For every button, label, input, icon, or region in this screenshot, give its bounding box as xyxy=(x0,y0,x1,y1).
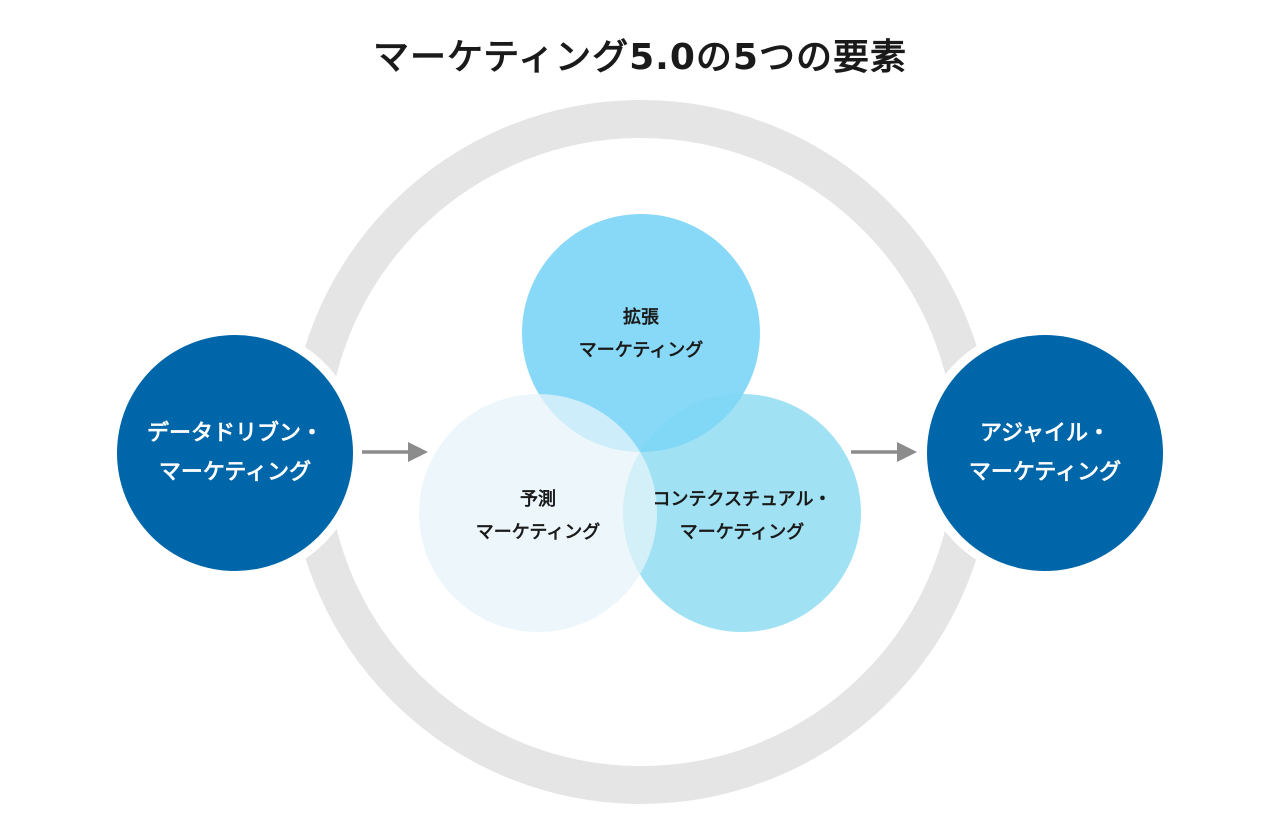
agile-circle xyxy=(927,335,1163,571)
contextual-label: コンテクスチュアル・ マーケティング xyxy=(653,483,832,549)
augmented-label: 拡張 マーケティング xyxy=(579,301,704,367)
arrow-right-head xyxy=(897,442,917,462)
contextual-line2: マーケティング xyxy=(679,522,805,543)
contextual-circle xyxy=(623,394,861,632)
data-driven-circle xyxy=(117,335,353,571)
predictive-line2: マーケティング xyxy=(475,522,601,543)
agile-line2: マーケティング xyxy=(968,460,1122,485)
data-driven-line2: マーケティング xyxy=(158,460,312,485)
arrow-left xyxy=(362,442,428,462)
agile-line1: アジャイル・ xyxy=(979,421,1111,446)
arrow-left-head xyxy=(408,442,428,462)
agile-label: アジャイル・ マーケティング xyxy=(969,414,1121,492)
contextual-line1: コンテクスチュアル・ xyxy=(652,489,832,510)
augmented-circle xyxy=(522,214,760,452)
arrow-right xyxy=(851,442,917,462)
augmented-line2: マーケティング xyxy=(578,340,704,361)
augmented-line1: 拡張 xyxy=(623,307,659,328)
diagram-title: マーケティング5.0の5つの要素 xyxy=(373,37,907,78)
predictive-line1: 予測 xyxy=(520,489,556,510)
predictive-circle xyxy=(419,394,657,632)
data-driven-line1: データドリブン・ xyxy=(146,421,324,446)
predictive-label: 予測 マーケティング xyxy=(476,483,601,549)
data-driven-label: データドリブン・ マーケティング xyxy=(147,414,323,492)
